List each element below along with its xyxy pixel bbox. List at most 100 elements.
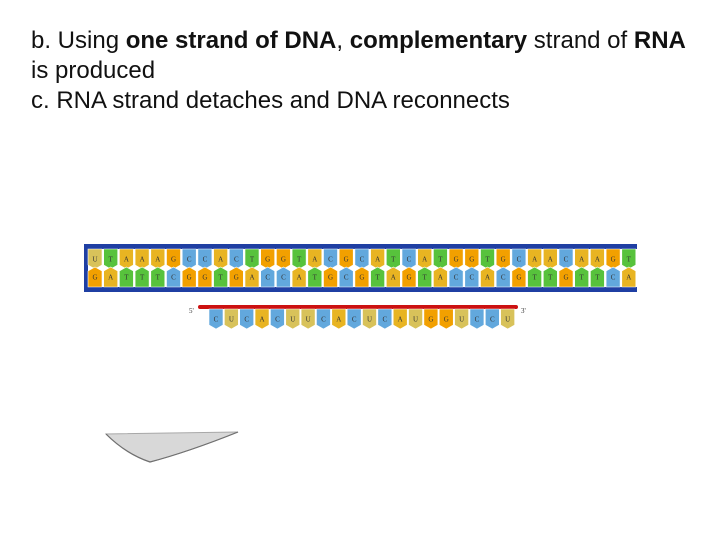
dna-top-base: G [448, 248, 464, 270]
dna-bottom-base: A [621, 266, 637, 288]
dna-bottom-base: A [480, 266, 495, 288]
rna-base: U [285, 308, 301, 330]
dna-top-base: G [605, 248, 621, 270]
dna-top-base: T [103, 248, 118, 270]
dna-top-base: T [291, 248, 307, 270]
rna-base: A [392, 308, 408, 330]
dna-bottom-base: G [181, 266, 197, 288]
emphasis-complementary: complementary [349, 27, 528, 54]
dna-bottom-base: A [433, 266, 448, 288]
dna-top-backbone [84, 244, 637, 249]
dna-bottom-base: G [229, 266, 244, 288]
base-letter: T [375, 274, 380, 282]
base-letter: T [313, 274, 318, 282]
base-letter: C [328, 256, 333, 264]
dna-top-base: A [150, 248, 166, 270]
dna-bottom-base: G [323, 266, 338, 288]
dna-top-base: G [338, 248, 354, 270]
base-letter: U [306, 316, 311, 324]
rna-base: A [331, 308, 347, 330]
base-letter: T [532, 274, 537, 282]
base-letter: T [218, 274, 223, 282]
dna-top-base: U [87, 248, 103, 270]
base-letter: C [171, 274, 176, 282]
base-letter: C [234, 256, 239, 264]
dna-top-base: A [370, 248, 385, 270]
base-letter: C [611, 274, 616, 282]
base-letter: T [595, 274, 600, 282]
base-letter: C [214, 316, 219, 324]
dna-top-base: A [213, 248, 228, 270]
dna-bottom-base: G [87, 266, 103, 288]
base-letter: C [564, 256, 569, 264]
base-letter: A [124, 256, 129, 264]
dna-top-base: A [417, 248, 432, 270]
base-letter: C [321, 316, 326, 324]
dna-top-base: T [433, 248, 448, 270]
base-letter: G [406, 274, 411, 282]
dna-top-base: A [134, 248, 150, 270]
base-letter: A [108, 274, 113, 282]
base-letter: G [265, 256, 270, 264]
base-letter: A [626, 274, 631, 282]
rna-backbone [198, 305, 518, 309]
dna-bottom-base: T [574, 266, 589, 288]
rna-base: C [316, 308, 331, 330]
base-letter: A [249, 274, 254, 282]
base-letter: C [475, 316, 480, 324]
base-letter: A [391, 274, 396, 282]
base-letter: G [344, 256, 349, 264]
base-letter: T [124, 274, 129, 282]
rna-base: U [224, 308, 239, 330]
rna-base: U [500, 308, 515, 330]
base-letter: A [548, 256, 553, 264]
base-letter: T [485, 256, 490, 264]
emphasis-rna: RNA [633, 27, 686, 54]
rna-base: U [300, 308, 316, 330]
base-letter: A [375, 256, 380, 264]
base-letter: T [391, 256, 396, 264]
base-letter: C [469, 274, 474, 282]
dna-bottom-base: T [370, 266, 385, 288]
base-letter: A [595, 256, 600, 264]
base-letter: A [579, 256, 584, 264]
emphasis-one-strand: one strand of DNA [125, 27, 337, 54]
base-letter: U [413, 316, 418, 324]
base-letter: T [297, 256, 302, 264]
base-letter: C [244, 316, 249, 324]
base-letter: U [505, 316, 510, 324]
base-letter: A [155, 256, 160, 264]
rna-base: C [270, 308, 285, 330]
base-letter: T [548, 274, 553, 282]
base-letter: G [563, 274, 568, 282]
dna-bottom-base: G [401, 266, 417, 288]
base-letter: C [360, 256, 365, 264]
base-letter: G [454, 256, 459, 264]
dna-top-base: A [574, 248, 589, 270]
dna-top-base: A [590, 248, 605, 270]
base-letter: A [438, 274, 443, 282]
base-letter: U [367, 316, 372, 324]
base-letter: A [532, 256, 537, 264]
dna-top-base: A [527, 248, 542, 270]
rna-base: U [362, 308, 377, 330]
rna-base: A [254, 308, 270, 330]
base-letter: G [501, 256, 506, 264]
rna-base: G [423, 308, 439, 330]
curved-graphic-edge [105, 431, 239, 463]
base-letter: U [229, 316, 234, 324]
rna-3-prime-label: 3' [521, 307, 526, 315]
base-letter: G [328, 274, 333, 282]
dna-bottom-base: C [166, 266, 181, 288]
base-letter: C [454, 274, 459, 282]
base-letter: U [290, 316, 295, 324]
dna-top-base: T [244, 248, 260, 270]
dna-bottom-base: C [448, 266, 464, 288]
base-letter: C [265, 274, 270, 282]
rna-base: C [239, 308, 254, 330]
dna-top-base: A [119, 248, 134, 270]
rna-base: U [408, 308, 423, 330]
